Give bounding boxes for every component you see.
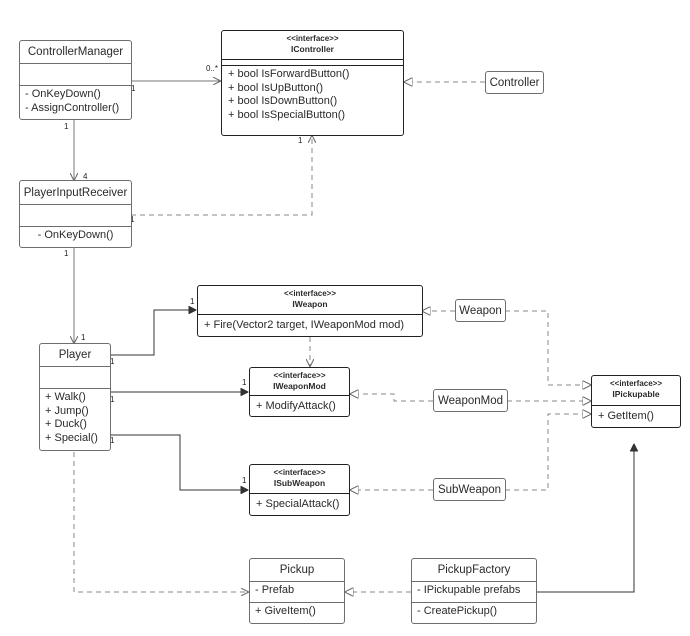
class-name: ControllerManager <box>27 46 124 58</box>
mult-player-isubweapon-src: 1 <box>110 436 115 445</box>
class-pickup-factory[interactable]: PickupFactory - IPickupable prefabs - Cr… <box>411 558 537 624</box>
attribute: - IPickupable prefabs <box>417 584 521 596</box>
method: + Fire(Vector2 target, IWeaponMod mod) <box>204 319 405 331</box>
class-name: Weapon <box>459 304 502 317</box>
class-controller-manager[interactable]: ControllerManager - OnKeyDown() - Assign… <box>19 40 132 120</box>
interface-iweaponmod[interactable]: <<interface>> IWeaponMod + ModifyAttack(… <box>249 367 350 417</box>
method: + GetItem() <box>598 410 654 422</box>
methods-section: - CreatePickup() <box>412 602 536 621</box>
mult-pir-icontroller-src: 1 <box>130 215 135 224</box>
method: + GiveItem() <box>255 605 316 617</box>
mult-pir-player-src: 1 <box>64 249 69 258</box>
class-player-input-receiver[interactable]: PlayerInputReceiver - OnKeyDown() <box>19 180 132 248</box>
methods-section: + GiveItem() <box>250 602 344 621</box>
methods-section: + bool IsForwardButton() + bool IsUpButt… <box>222 65 403 124</box>
edge-pickupfactory-ipickupable <box>537 444 634 593</box>
edge-subweapon-ipickupable <box>505 414 591 491</box>
methods-section: + Walk() + Jump() + Duck() + Special() <box>40 388 110 447</box>
stereotype: <<interface>> <box>283 289 337 298</box>
attributes-section <box>20 63 131 85</box>
mult-player-iweapon-dst: 1 <box>190 297 195 306</box>
mult-player-iweaponmod-src: 1 <box>110 395 115 404</box>
interface-name: IController <box>291 44 334 54</box>
mult-pir-icontroller-dst: 1 <box>298 136 303 145</box>
stereotype: <<interface>> <box>609 379 663 388</box>
mult-pir-player-dst: 1 <box>81 333 86 342</box>
mult-player-iweapon-src: 1 <box>110 357 115 366</box>
interface-isubweapon[interactable]: <<interface>> ISubWeapon + SpecialAttack… <box>249 464 350 516</box>
class-name: PickupFactory <box>437 564 511 576</box>
class-name: Player <box>58 349 92 361</box>
edge-weapon-ipickupable <box>505 310 591 385</box>
class-name: PlayerInputReceiver <box>23 186 128 199</box>
method: + bool IsUpButton() <box>228 81 324 94</box>
methods-section: - OnKeyDown() <box>20 226 131 245</box>
class-subweapon[interactable]: SubWeapon <box>433 478 506 501</box>
class-name: Pickup <box>279 564 315 576</box>
methods-section: - OnKeyDown() - AssignController() <box>20 85 131 117</box>
attributes-section <box>40 366 110 388</box>
attributes-section: - Prefab <box>250 581 344 602</box>
mult-cm-icontroller-dst: 0..* <box>206 64 219 73</box>
mult-player-iweaponmod-dst: 1 <box>242 378 247 387</box>
class-weapon[interactable]: Weapon <box>455 299 506 322</box>
mult-cm-pir-dst: 4 <box>83 172 88 181</box>
class-weaponmod[interactable]: WeaponMod <box>433 389 508 412</box>
class-controller[interactable]: Controller <box>485 71 544 94</box>
attributes-section <box>222 59 403 65</box>
method: + Jump() <box>45 404 89 417</box>
edge-player-iweapon <box>111 310 196 356</box>
stereotype: <<interface>> <box>273 468 326 477</box>
attribute: - Prefab <box>255 584 295 596</box>
mult-cm-icontroller-src: 1 <box>131 84 136 93</box>
interface-name: IWeaponMod <box>273 381 326 391</box>
class-name: SubWeapon <box>437 483 502 496</box>
class-name: Controller <box>489 76 540 89</box>
interface-name: IWeapon <box>292 299 328 309</box>
methods-section: + Fire(Vector2 target, IWeaponMod mod) <box>198 314 422 335</box>
methods-section: + ModifyAttack() <box>250 395 349 416</box>
class-player[interactable]: Player + Walk() + Jump() + Duck() + Spec… <box>39 343 111 451</box>
interface-ipickupable[interactable]: <<interface>> IPickupable + GetItem() <box>591 375 681 428</box>
mult-cm-pir-src: 1 <box>64 122 69 131</box>
attributes-section <box>20 204 131 226</box>
class-name: WeaponMod <box>438 394 503 407</box>
mult-player-isubweapon-dst: 1 <box>242 476 247 485</box>
interface-name: ISubWeapon <box>273 478 326 488</box>
method: + Special() <box>45 431 98 444</box>
method: + ModifyAttack() <box>256 400 336 412</box>
method: + Duck() <box>45 418 87 430</box>
method: + bool IsSpecialButton() <box>228 108 346 121</box>
method: - OnKeyDown() <box>25 88 101 100</box>
stereotype: <<interface>> <box>286 34 339 43</box>
edge-player-pickup <box>73 452 248 592</box>
method: - OnKeyDown() <box>37 229 114 241</box>
method: + SpecialAttack() <box>256 498 340 510</box>
method: - CreatePickup() <box>417 605 498 617</box>
method: + bool IsForwardButton() <box>228 68 350 80</box>
stereotype: <<interface>> <box>273 371 326 380</box>
method: - AssignController() <box>25 101 120 114</box>
edge-player-isubweapon <box>111 434 248 490</box>
method: + Walk() <box>45 391 86 403</box>
class-pickup[interactable]: Pickup - Prefab + GiveItem() <box>249 558 345 624</box>
method: + bool IsDownButton() <box>228 95 338 107</box>
edge-pir-icontroller <box>131 136 312 216</box>
methods-section: + SpecialAttack() <box>250 493 349 514</box>
interface-name: IPickupable <box>612 389 660 399</box>
interface-iweapon[interactable]: <<interface>> IWeapon + Fire(Vector2 tar… <box>197 285 423 337</box>
edge-weaponmod-iweaponmod <box>350 394 433 402</box>
interface-icontroller[interactable]: <<interface>> IController + bool IsForwa… <box>221 30 404 136</box>
methods-section: + GetItem() <box>592 405 680 426</box>
attributes-section: - IPickupable prefabs <box>412 581 536 602</box>
